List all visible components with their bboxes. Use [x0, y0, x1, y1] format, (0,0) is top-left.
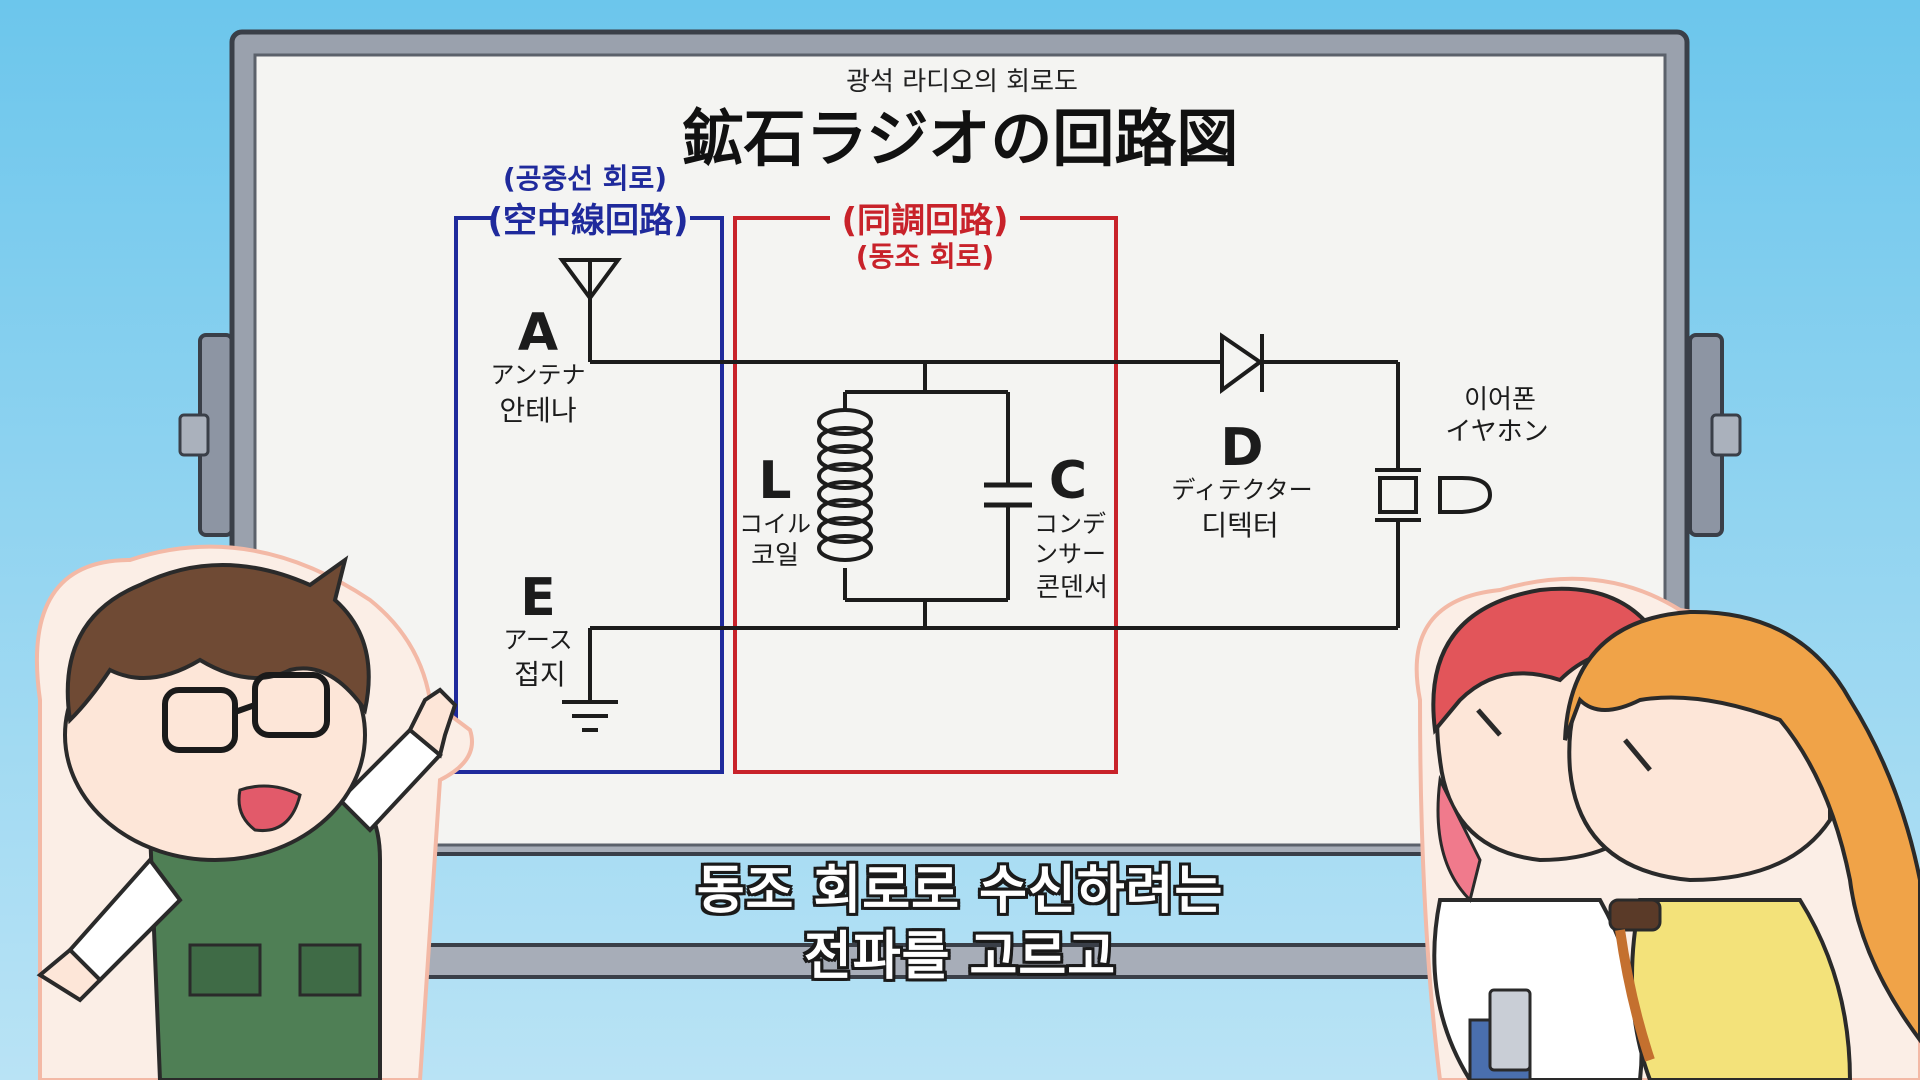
ground-icon [562, 700, 618, 732]
earphone-label-ja: イヤホン [1445, 417, 1548, 447]
tuning-circuit-label-ko: (동조 회로) [856, 240, 994, 273]
capacitor-label-ja-2: ンサー [1034, 540, 1106, 568]
earth-label-ko: 접지 [514, 658, 566, 691]
detector-label-ja: ディテクター [1171, 476, 1312, 504]
antenna-label-ja: アンテナ [490, 361, 585, 389]
capacitor-label-ja-1: コンデ [1034, 510, 1106, 538]
coil-label-ko: 코일 [751, 541, 799, 571]
coil-icon [817, 408, 873, 562]
earth-letter: E [520, 568, 556, 628]
board-title: 鉱石ラジオの回路図 [682, 102, 1239, 175]
diode-icon [1220, 332, 1264, 394]
subtitle-line-2: 전파를 고르고 [803, 927, 1117, 987]
tuning-circuit-label-ja: (同調回路) [841, 201, 1008, 241]
earphone-label-ko: 이어폰 [1464, 385, 1536, 415]
capacitor-icon [984, 482, 1032, 508]
capacitor-label-ko: 콘덴서 [1036, 573, 1108, 603]
detector-label-ko: 디텍터 [1201, 509, 1278, 542]
antenna-label-ko: 안테나 [499, 394, 576, 427]
capacitor-letter: C [1049, 451, 1087, 511]
antenna-icon [558, 258, 622, 302]
aerial-circuit-label-ja: (空中線回路) [487, 201, 688, 241]
tuning-circuit-box [733, 216, 1118, 774]
coil-label-ja: コイル [739, 510, 811, 538]
detector-letter: D [1220, 418, 1263, 478]
antenna-letter: A [518, 303, 558, 363]
earphone-icon [1375, 468, 1493, 522]
board-subtitle: 광석 라디오의 회로도 [846, 67, 1078, 97]
circuit-wires [588, 290, 1400, 702]
girls-characters [1414, 576, 1920, 1080]
subtitle-line-1: 동조 회로로 수신하려는 [696, 861, 1224, 921]
teacher-character [34, 544, 474, 1080]
aerial-circuit-box [454, 216, 724, 774]
coil-letter: L [758, 451, 791, 511]
earth-label-ja: アース [503, 626, 572, 654]
aerial-circuit-label-ko: (공중선 회로) [503, 162, 667, 195]
